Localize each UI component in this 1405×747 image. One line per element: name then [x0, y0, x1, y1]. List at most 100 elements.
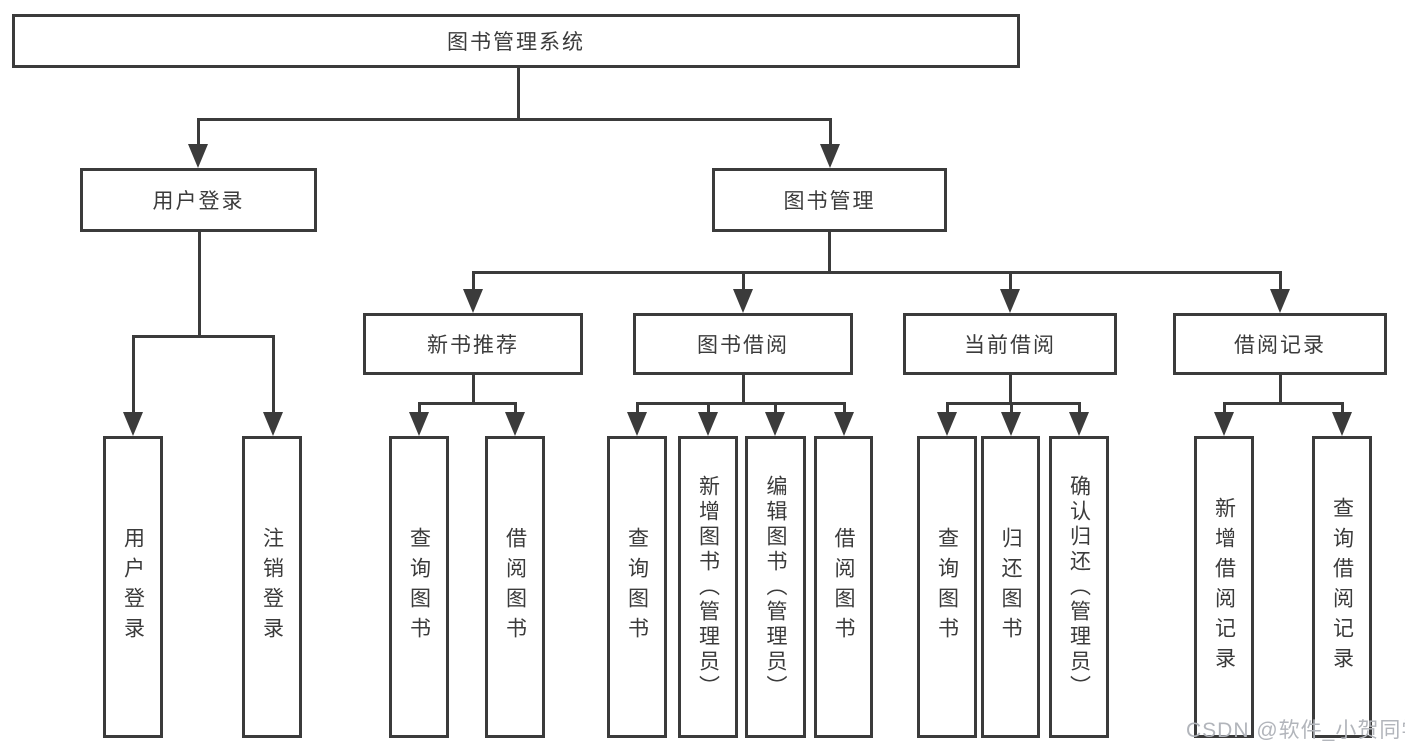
connector-line	[472, 375, 475, 405]
arrow-down-icon	[733, 289, 753, 313]
arrow-connector	[1214, 404, 1234, 436]
leaf-label: 查询借阅记录	[1330, 497, 1354, 677]
connector-line	[1279, 375, 1282, 405]
user-login-node: 用户登录	[80, 168, 317, 232]
connector-line	[706, 404, 710, 414]
connector-line	[131, 337, 135, 414]
book-borrow-node: 图书借阅	[633, 313, 853, 375]
connector-line	[471, 273, 475, 291]
connector-line	[742, 375, 745, 405]
leaf-rec-query-books: 查询图书	[389, 436, 449, 738]
leaf-logout: 注销登录	[242, 436, 302, 738]
arrow-connector	[765, 404, 785, 436]
leaf-borrow-query-books: 查询图书	[607, 436, 667, 738]
arrow-down-icon	[1214, 412, 1234, 436]
connector-line	[1340, 404, 1344, 414]
arrow-down-icon	[188, 144, 208, 168]
arrow-down-icon	[505, 412, 525, 436]
arrow-down-icon	[765, 412, 785, 436]
arrow-connector	[627, 404, 647, 436]
leaf-current-return-books: 归还图书	[981, 436, 1040, 738]
arrow-connector	[188, 120, 208, 168]
connector-line	[197, 118, 832, 121]
arrow-connector	[409, 404, 429, 436]
connector-line	[418, 402, 517, 405]
leaf-label: 新增借阅记录	[1212, 497, 1236, 677]
connector-line	[1223, 402, 1344, 405]
leaf-label: 查询图书	[407, 527, 431, 647]
arrow-connector	[698, 404, 718, 436]
csdn-watermark: CSDN @软件_小贺同学	[1186, 719, 1405, 742]
connector-line	[773, 404, 777, 414]
connector-line	[828, 120, 832, 146]
leaf-label: 归还图书	[999, 527, 1023, 647]
leaf-label: 查询图书	[935, 527, 959, 647]
leaf-user-login: 用户登录	[103, 436, 163, 738]
leaf-record-query-borrow-record: 查询借阅记录	[1312, 436, 1372, 738]
arrow-connector	[820, 120, 840, 168]
connector-line	[946, 402, 1081, 405]
leaf-label: 编辑图书（管理员）	[764, 474, 788, 700]
leaf-label: 注销登录	[260, 527, 284, 647]
leaf-label: 新增图书（管理员）	[696, 474, 720, 700]
borrow-record-node: 借阅记录	[1173, 313, 1387, 375]
leaf-rec-borrow-books: 借阅图书	[485, 436, 545, 738]
arrow-down-icon	[1069, 412, 1089, 436]
leaf-current-confirm-return-admin: 确认归还（管理员）	[1049, 436, 1109, 738]
leaf-borrow-borrow-books: 借阅图书	[814, 436, 873, 738]
connector-line	[1278, 273, 1282, 291]
arrow-down-icon	[820, 144, 840, 168]
arrow-down-icon	[1270, 289, 1290, 313]
arrow-down-icon	[834, 412, 854, 436]
arrow-connector	[937, 404, 957, 436]
arrow-connector	[834, 404, 854, 436]
arrow-connector	[463, 273, 483, 313]
connector-line	[417, 404, 421, 414]
connector-line	[198, 232, 201, 338]
arrow-connector	[1000, 273, 1020, 313]
arrow-down-icon	[937, 412, 957, 436]
leaf-label: 借阅图书	[503, 527, 527, 647]
connector-line	[271, 337, 275, 414]
root-node-library-system: 图书管理系统	[12, 14, 1020, 68]
connector-line	[1009, 375, 1012, 405]
connector-line	[513, 404, 517, 414]
arrow-connector	[1069, 404, 1089, 436]
arrow-down-icon	[1000, 289, 1020, 313]
connector-line	[635, 404, 639, 414]
connector-line	[1222, 404, 1226, 414]
new-book-rec-node: 新书推荐	[363, 313, 583, 375]
leaf-borrow-edit-books-admin: 编辑图书（管理员）	[745, 436, 806, 738]
connector-line	[842, 404, 846, 414]
connector-line	[945, 404, 949, 414]
arrow-connector	[505, 404, 525, 436]
leaf-borrow-add-books-admin: 新增图书（管理员）	[678, 436, 738, 738]
arrow-down-icon	[1001, 412, 1021, 436]
connector-line	[1009, 404, 1013, 414]
arrow-down-icon	[1332, 412, 1352, 436]
leaf-label: 查询图书	[625, 527, 649, 647]
arrow-connector	[263, 337, 283, 436]
arrow-down-icon	[123, 412, 143, 436]
connector-line	[1008, 273, 1012, 291]
arrow-down-icon	[263, 412, 283, 436]
leaf-label: 用户登录	[121, 527, 145, 647]
arrow-down-icon	[698, 412, 718, 436]
arrow-down-icon	[627, 412, 647, 436]
leaf-record-add-borrow-record: 新增借阅记录	[1194, 436, 1254, 738]
connector-line	[1077, 404, 1081, 414]
leaf-label: 借阅图书	[832, 527, 856, 647]
connector-line	[517, 68, 520, 121]
connector-line	[636, 402, 846, 405]
connector-line	[196, 120, 200, 146]
arrow-connector	[123, 337, 143, 436]
connector-line	[472, 271, 1282, 274]
arrow-connector	[733, 273, 753, 313]
arrow-connector	[1001, 404, 1021, 436]
leaf-current-query-books: 查询图书	[917, 436, 977, 738]
current-borrow-node: 当前借阅	[903, 313, 1117, 375]
connector-line	[132, 335, 275, 338]
arrow-down-icon	[463, 289, 483, 313]
arrow-connector	[1332, 404, 1352, 436]
